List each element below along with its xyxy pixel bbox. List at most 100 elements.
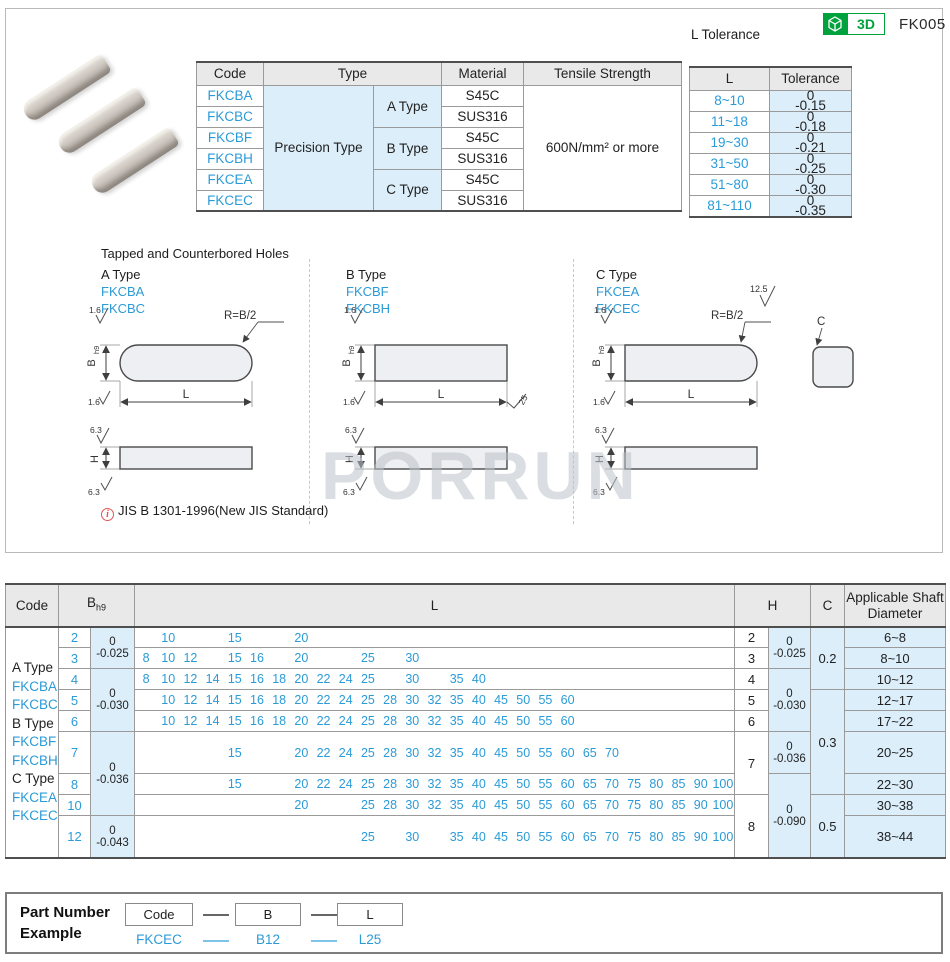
ltol-range: 19~30 — [689, 131, 770, 154]
l-value: 35 — [449, 745, 464, 760]
code-link[interactable]: FKCBC — [12, 697, 58, 713]
l-value: 32 — [427, 745, 442, 760]
type-b-label: B Type — [346, 267, 387, 282]
svg-text:H: H — [89, 455, 101, 463]
shaft-diameter-cell: 30~38 — [844, 794, 946, 816]
spec-header-type: Type — [263, 61, 442, 86]
code-link-fkcba[interactable]: FKCBA — [196, 84, 264, 107]
svg-text:1.6: 1.6 — [88, 397, 100, 407]
l-value: 16 — [250, 714, 264, 728]
svg-text:L: L — [688, 387, 695, 401]
svg-text:6.3: 6.3 — [593, 487, 605, 497]
l-value: 10 — [161, 693, 176, 707]
code-link-fkcbc[interactable]: FKCBC — [101, 301, 146, 316]
l-value: 32 — [427, 693, 442, 707]
l-value: 10 — [161, 672, 176, 686]
l-value: 16 — [250, 672, 264, 686]
type-c-label-block: C Type FKCEA FKCEC — [596, 266, 640, 317]
material-cell: SUS316 — [441, 147, 524, 170]
code-link-fkcea[interactable]: FKCEA — [196, 168, 264, 191]
b-value-cell: 4 — [58, 668, 91, 690]
l-value: 15 — [227, 777, 242, 791]
type-label: C Type — [12, 771, 55, 787]
l-value: 60 — [560, 798, 575, 812]
shaft-diameter-cell: 12~17 — [844, 689, 946, 711]
l-value: 55 — [538, 798, 553, 812]
l-value: 75 — [627, 829, 642, 844]
dash — [203, 940, 229, 942]
l-value: 35 — [449, 714, 464, 728]
dim-header-code: Code — [5, 583, 59, 628]
tolerance-cell: 0-0.025 — [90, 626, 135, 669]
code-link[interactable]: FKCBH — [12, 752, 58, 768]
code-link-fkcbf[interactable]: FKCBF — [346, 284, 389, 299]
code-link[interactable]: FKCBA — [12, 678, 58, 694]
b-value-cell: 8 — [58, 773, 91, 795]
l-value: 10 — [161, 714, 176, 728]
code-link-fkcbh[interactable]: FKCBH — [346, 301, 391, 316]
part-number-example-label: Part Number Example — [20, 904, 111, 942]
code-link[interactable]: FKCEC — [12, 808, 58, 824]
shaft-diameter-cell: 22~30 — [844, 773, 946, 795]
svg-text:1.6: 1.6 — [593, 397, 605, 407]
code-link-fkcec[interactable]: FKCEC — [196, 189, 264, 212]
l-value: 32 — [427, 777, 442, 791]
l-value: 50 — [516, 798, 531, 812]
info-icon: i — [101, 508, 114, 521]
3d-badge[interactable]: 3D — [823, 13, 885, 35]
code-link-fkcbh[interactable]: FKCBH — [196, 147, 264, 170]
code-link-fkcba[interactable]: FKCBA — [101, 284, 145, 299]
dim-header-c: C — [810, 583, 845, 628]
code-link-fkcec[interactable]: FKCEC — [596, 301, 641, 316]
l-value: 30 — [405, 714, 420, 728]
l-value: 15 — [227, 714, 242, 728]
svg-text:C: C — [817, 316, 825, 328]
b-value-cell: 3 — [58, 647, 91, 669]
tolerance-cell: 0-0.036 — [768, 731, 811, 774]
code-link[interactable]: FKCEA — [12, 789, 58, 805]
b-value-cell: 7 — [58, 731, 91, 774]
page-part-code: FK005 — [899, 16, 946, 33]
svg-text:B: B — [591, 359, 603, 366]
svg-text:h9: h9 — [597, 346, 606, 354]
code-link[interactable]: FKCBF — [12, 734, 57, 750]
l-value: 28 — [383, 693, 398, 707]
l-value: 16 — [250, 651, 264, 665]
l-value: 40 — [471, 829, 486, 844]
pn-box-b: B — [235, 903, 301, 926]
l-value: 28 — [383, 777, 398, 791]
overview-section: 3D FK005 Code Type Material Tensile Stre… — [5, 8, 946, 553]
tolerance-cell: 0-0.030 — [768, 668, 811, 732]
l-value: 20 — [294, 672, 309, 686]
spec-header-tensile: Tensile Strength — [523, 61, 682, 86]
l-value: 32 — [427, 798, 442, 812]
pn-example-l: L25 — [358, 932, 382, 947]
l-value: 24 — [338, 745, 353, 760]
l-value: 75 — [627, 798, 642, 812]
shaft-diameter-cell: 38~44 — [844, 815, 946, 859]
l-value: 32 — [427, 714, 442, 728]
pn-example-b: B12 — [255, 932, 281, 947]
l-value: 20 — [294, 714, 309, 728]
code-link-fkcbc[interactable]: FKCBC — [196, 105, 264, 128]
code-link-fkcea[interactable]: FKCEA — [596, 284, 640, 299]
l-value: 65 — [582, 777, 597, 791]
code-link-fkcbf[interactable]: FKCBF — [196, 126, 264, 149]
svg-text:1.6: 1.6 — [89, 305, 101, 315]
l-value: 12 — [183, 714, 198, 728]
ltol-value: 0-0.21 — [769, 130, 852, 154]
l-value: 40 — [471, 745, 486, 760]
l-value: 55 — [538, 745, 553, 760]
